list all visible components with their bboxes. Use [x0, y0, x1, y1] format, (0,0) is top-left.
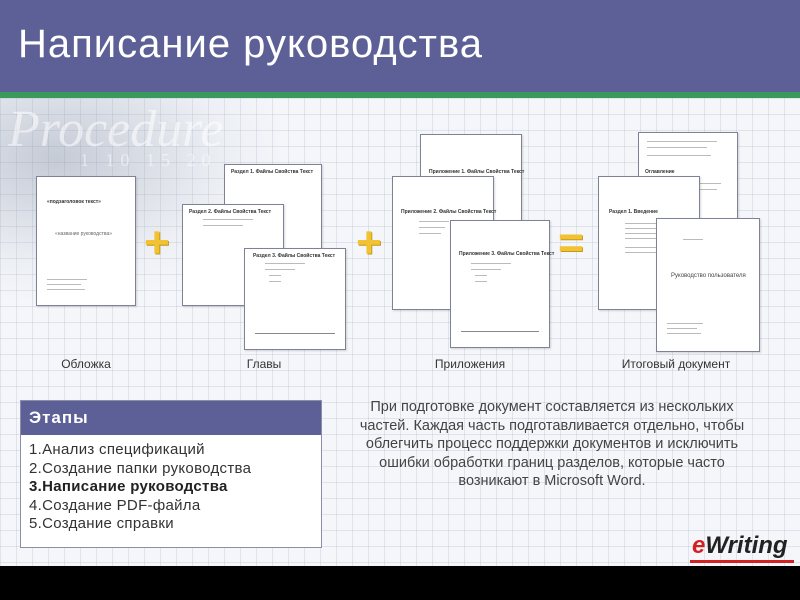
- stage-item: 5.Создание справки: [29, 515, 174, 532]
- caption-final-document: Итоговый документ: [621, 357, 731, 371]
- watermark-text: Procedure: [8, 101, 224, 158]
- caption-chapters: Главы: [246, 357, 282, 371]
- cover-heading: «подзаголовок текст»: [47, 199, 101, 205]
- slide-title: Написание руководства: [18, 22, 484, 66]
- cover-page-thumbnail: «подзаголовок текст» «название руководст…: [36, 176, 136, 306]
- final-chapter-title: Раздел 1. Введение: [609, 209, 658, 215]
- final-page-cover: Руководство пользователя: [656, 218, 760, 352]
- chapter-page-1-title: Раздел 1. Файлы Свойства Текст: [231, 169, 314, 175]
- stages-panel: Этапы 1.Анализ спецификаций 2.Создание п…: [20, 400, 322, 548]
- stages-header: Этапы: [21, 401, 321, 435]
- stage-item: 1.Анализ спецификаций: [29, 441, 205, 458]
- cover-subtitle: «название руководства»: [55, 231, 113, 237]
- caption-appendices: Приложения: [434, 357, 506, 371]
- appendix-page-1-title: Приложение 1. Файлы Свойства Текст: [429, 169, 525, 175]
- header-bar: Написание руководства: [0, 0, 800, 92]
- footer-bar: [0, 566, 800, 600]
- plus-sign-1: +: [144, 218, 170, 267]
- appendix-page-3: Приложение 3. Файлы Свойства Текст: [450, 220, 554, 348]
- equals-sign: =: [558, 218, 584, 267]
- caption-cover: Обложка: [61, 357, 111, 371]
- logo-underline: [690, 560, 794, 563]
- stage-item: 2.Создание папки руководства: [29, 459, 252, 477]
- header-stripe: [0, 92, 800, 98]
- stage-item: 4.Создание PDF-файла: [29, 496, 201, 514]
- stages-list: 1.Анализ спецификаций 2.Создание папки р…: [21, 435, 321, 534]
- ewriting-logo: eWriting: [692, 532, 788, 559]
- appendix-page-3-title: Приложение 3. Файлы Свойства Текст: [459, 251, 555, 257]
- stage-item-active: 3.Написание руководства: [29, 478, 228, 495]
- appendix-page-2-title: Приложение 2. Файлы Свойства Текст: [401, 209, 497, 215]
- description-text: При подготовке документ составляется из …: [359, 399, 745, 489]
- final-cover-title: Руководство пользователя: [671, 273, 746, 279]
- chapter-page-2-title: Раздел 2. Файлы Свойства Текст: [189, 209, 272, 215]
- plus-sign-2: +: [356, 218, 382, 267]
- watermark-numbers: 1 10 15 20: [80, 150, 217, 170]
- chapter-page-3-title: Раздел 3. Файлы Свойства Текст: [253, 253, 336, 259]
- chapter-page-3: Раздел 3. Файлы Свойства Текст: [244, 248, 346, 350]
- final-toc-title: Оглавление: [645, 169, 675, 175]
